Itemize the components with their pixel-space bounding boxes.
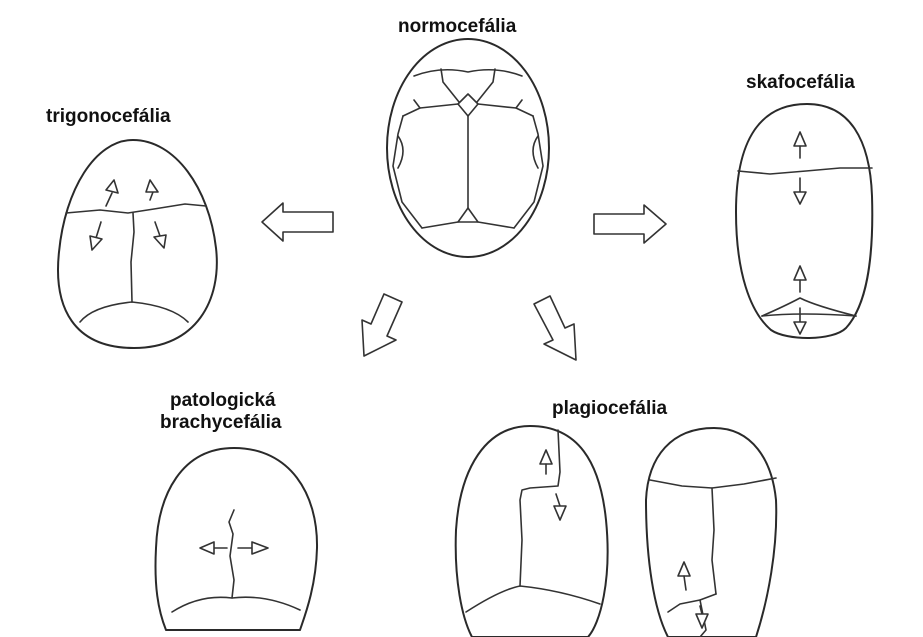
skull-normocefalia <box>387 39 549 257</box>
skull-brachycefalia <box>155 448 317 630</box>
arrow-down-left-icon <box>362 294 402 356</box>
skull-plagiocefalia-left <box>456 426 608 637</box>
arrow-down-right-icon <box>534 296 576 360</box>
growth-arrow-icon <box>794 132 806 334</box>
growth-arrow-icon <box>540 450 566 520</box>
growth-arrow-icon <box>200 542 268 554</box>
arrow-left-icon <box>262 203 333 241</box>
skull-trigonocefalia <box>58 140 217 348</box>
growth-arrow-icon <box>678 562 708 628</box>
growth-arrow-icon <box>90 180 166 250</box>
arrow-right-icon <box>594 205 666 243</box>
skull-plagiocefalia-right <box>646 428 776 637</box>
skull-skafocefalia <box>736 104 872 338</box>
